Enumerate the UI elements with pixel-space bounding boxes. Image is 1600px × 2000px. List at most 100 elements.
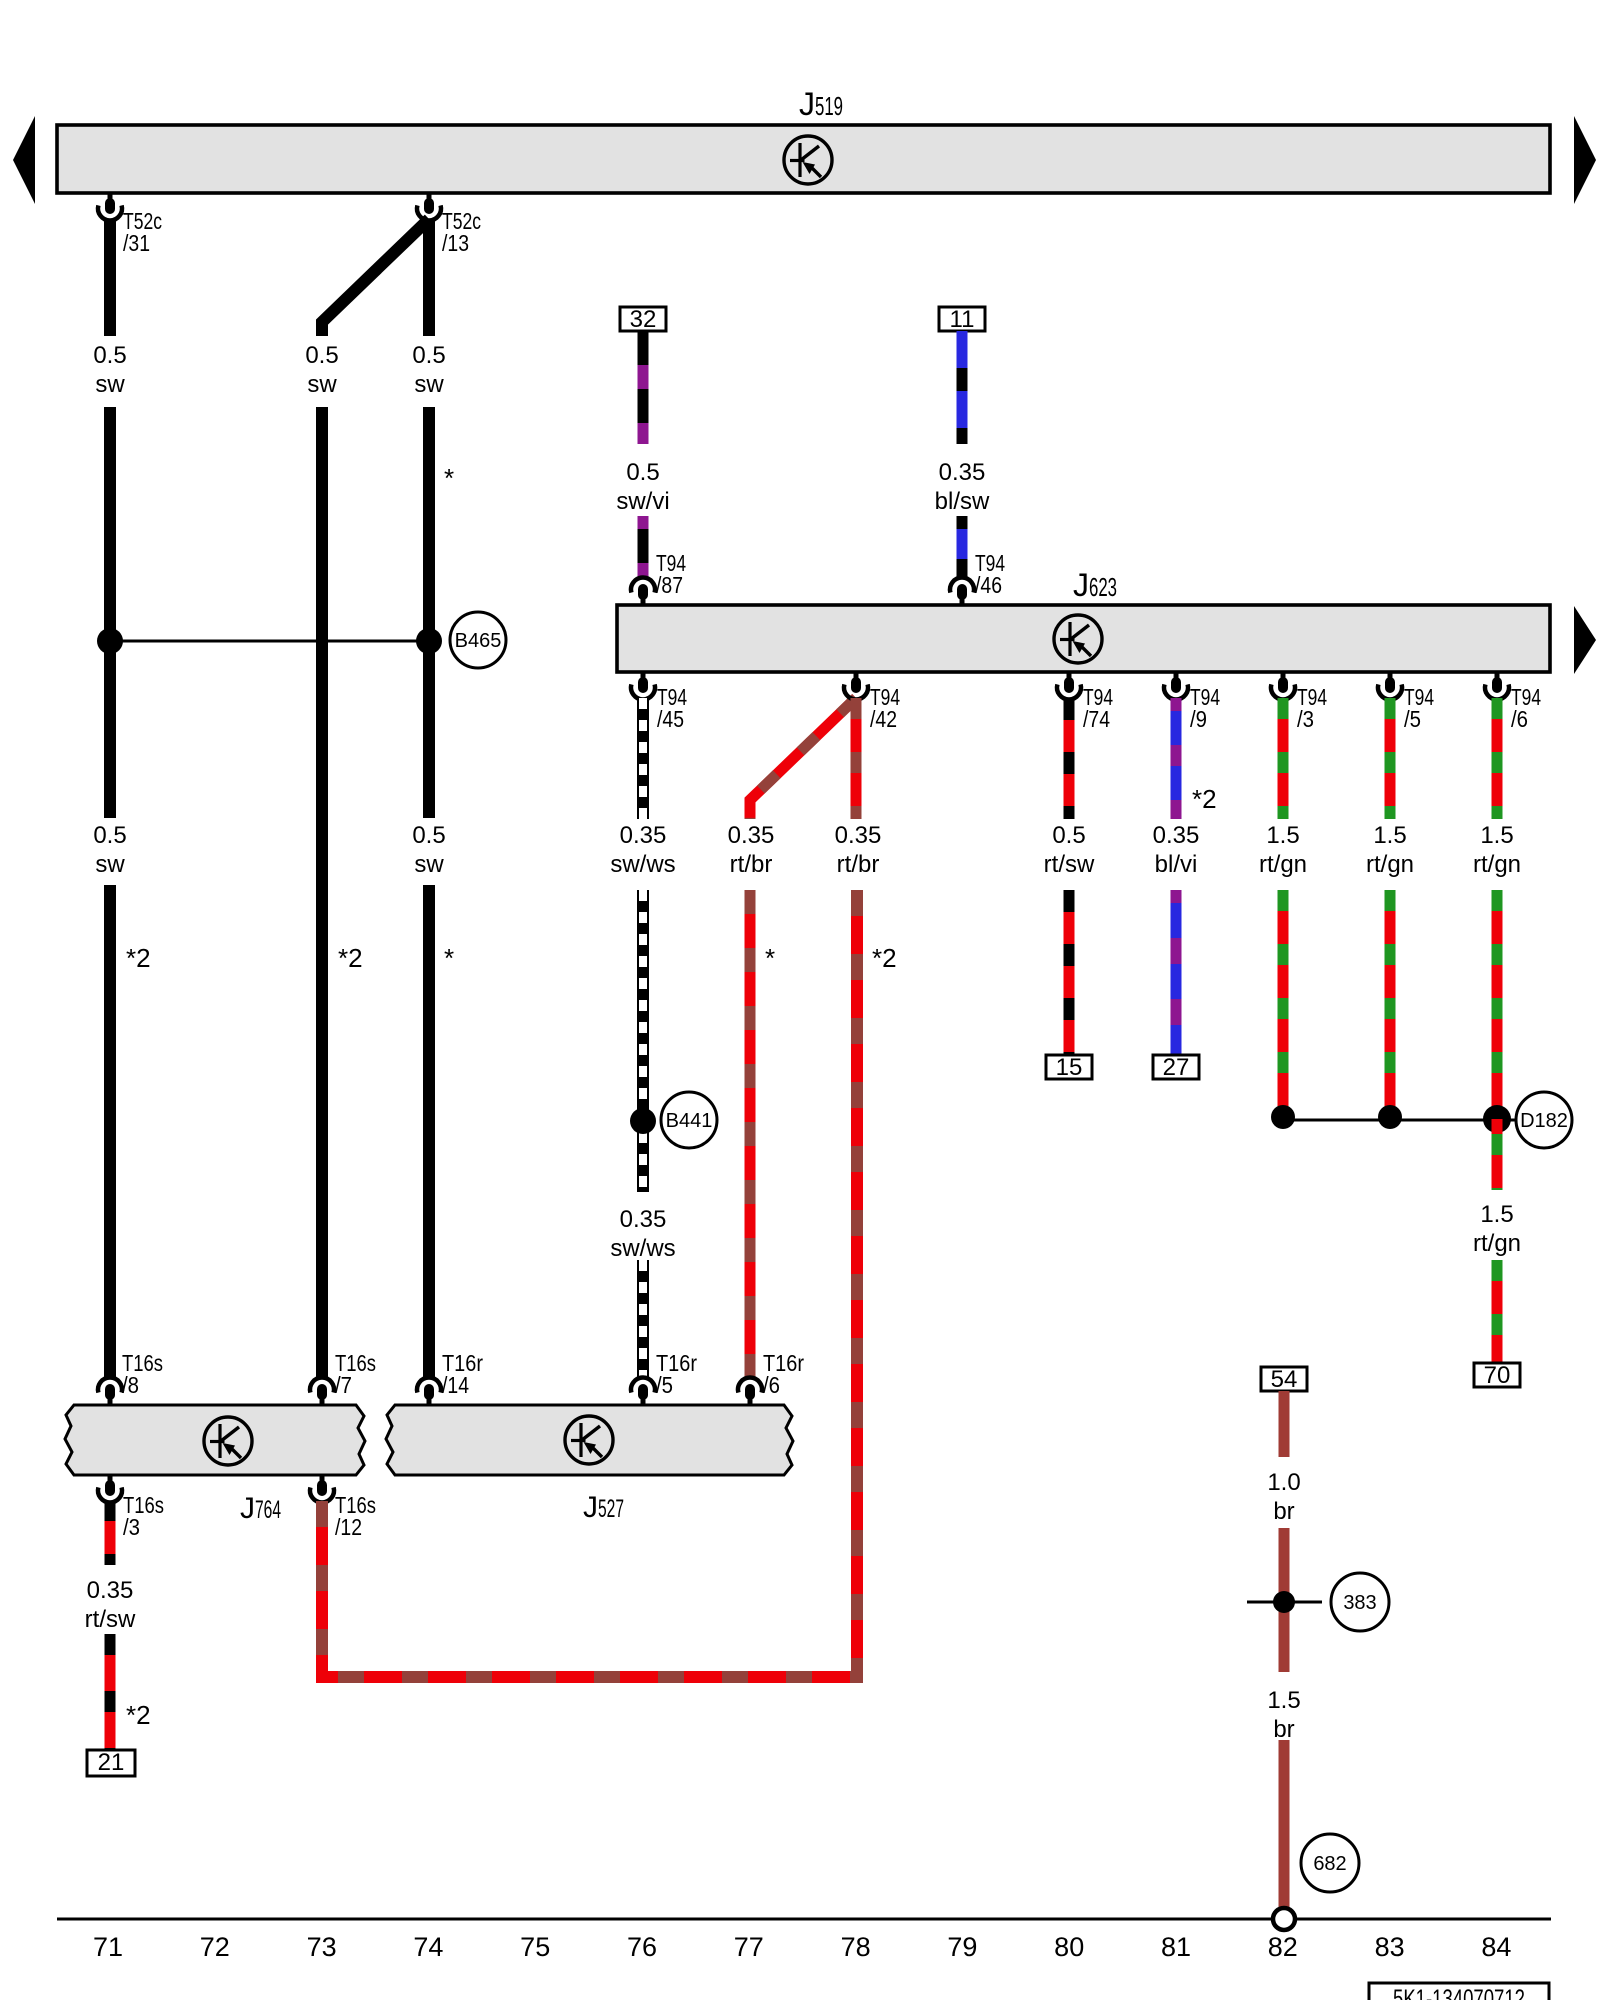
svg-text:54: 54	[1271, 1366, 1298, 1393]
svg-text:/6: /6	[1511, 706, 1528, 732]
svg-text:/7: /7	[335, 1372, 352, 1398]
svg-text:5K1-134070712: 5K1-134070712	[1393, 1985, 1525, 2000]
svg-text:J: J	[1073, 567, 1089, 603]
svg-text:T16s: T16s	[335, 1492, 376, 1518]
svg-text:rt/gn: rt/gn	[1473, 851, 1521, 878]
svg-text:0.35: 0.35	[835, 822, 882, 849]
svg-text:0.5: 0.5	[1052, 822, 1085, 849]
svg-text:0.35: 0.35	[620, 1206, 667, 1233]
svg-text:rt/gn: rt/gn	[1473, 1230, 1521, 1257]
svg-text:623: 623	[1089, 572, 1117, 602]
svg-text:T94: T94	[656, 550, 686, 576]
svg-text:1.5: 1.5	[1267, 1687, 1300, 1714]
svg-text:T94: T94	[1297, 684, 1327, 710]
svg-text:T94: T94	[1190, 684, 1220, 710]
svg-text:*2: *2	[126, 1700, 151, 1730]
svg-text:80: 80	[1054, 1932, 1084, 1962]
svg-text:27: 27	[1163, 1054, 1190, 1081]
svg-text:B465: B465	[455, 630, 502, 652]
svg-text:T94: T94	[870, 684, 900, 710]
svg-text:sw: sw	[414, 371, 444, 398]
svg-text:73: 73	[307, 1932, 337, 1962]
svg-text:1.0: 1.0	[1267, 1469, 1300, 1496]
svg-text:T94: T94	[1511, 684, 1541, 710]
svg-text:32: 32	[630, 306, 657, 333]
svg-text:83: 83	[1375, 1932, 1405, 1962]
svg-text:0.5: 0.5	[93, 342, 126, 369]
svg-text:T94: T94	[1404, 684, 1434, 710]
svg-text:70: 70	[1484, 1362, 1511, 1389]
svg-text:0.5: 0.5	[412, 822, 445, 849]
svg-text:527: 527	[598, 1495, 624, 1523]
svg-text:1.5: 1.5	[1480, 822, 1513, 849]
svg-text:383: 383	[1343, 1592, 1376, 1614]
svg-text:*2: *2	[872, 943, 897, 973]
svg-text:T94: T94	[1083, 684, 1113, 710]
svg-text:B441: B441	[666, 1110, 713, 1132]
svg-text:81: 81	[1161, 1932, 1191, 1962]
svg-text:sw/ws: sw/ws	[610, 851, 675, 878]
svg-text:T16s: T16s	[122, 1350, 163, 1376]
svg-text:/42: /42	[870, 706, 897, 732]
svg-text:T16r: T16r	[442, 1350, 483, 1376]
svg-text:77: 77	[734, 1932, 764, 1962]
svg-text:0.35: 0.35	[939, 459, 986, 486]
svg-text:bl/sw: bl/sw	[935, 488, 990, 515]
svg-text:/9: /9	[1190, 706, 1207, 732]
svg-text:/31: /31	[123, 230, 150, 256]
svg-text:0.5: 0.5	[305, 342, 338, 369]
svg-text:82: 82	[1268, 1932, 1298, 1962]
svg-text:/12: /12	[335, 1514, 362, 1540]
svg-text:84: 84	[1481, 1932, 1511, 1962]
svg-text:76: 76	[627, 1932, 657, 1962]
svg-text:0.35: 0.35	[1153, 822, 1200, 849]
svg-text:/5: /5	[656, 1372, 673, 1398]
svg-text:/3: /3	[1297, 706, 1314, 732]
svg-text:/46: /46	[975, 572, 1002, 598]
svg-text:/14: /14	[442, 1372, 469, 1398]
svg-text:21: 21	[98, 1749, 125, 1776]
svg-text:sw: sw	[414, 851, 444, 878]
svg-text:sw: sw	[307, 371, 337, 398]
svg-text:/3: /3	[123, 1514, 140, 1540]
svg-text:br: br	[1273, 1498, 1294, 1525]
svg-text:bl/vi: bl/vi	[1155, 851, 1198, 878]
svg-text:0.5: 0.5	[626, 459, 659, 486]
svg-text:764: 764	[255, 1496, 281, 1524]
svg-text:T94: T94	[657, 684, 687, 710]
svg-text:rt/gn: rt/gn	[1259, 851, 1307, 878]
svg-text:0.35: 0.35	[620, 822, 667, 849]
svg-text:J: J	[799, 86, 815, 122]
svg-text:sw/ws: sw/ws	[610, 1235, 675, 1262]
svg-text:/5: /5	[1404, 706, 1421, 732]
svg-text:75: 75	[520, 1932, 550, 1962]
svg-text:br: br	[1273, 1716, 1294, 1743]
svg-text:/74: /74	[1083, 706, 1110, 732]
svg-text:sw: sw	[95, 851, 125, 878]
svg-text:*2: *2	[1192, 784, 1217, 814]
svg-text:T16r: T16r	[656, 1350, 697, 1376]
svg-text:72: 72	[200, 1932, 230, 1962]
svg-text:79: 79	[947, 1932, 977, 1962]
svg-text:rt/sw: rt/sw	[85, 1606, 136, 1633]
svg-text:71: 71	[93, 1932, 123, 1962]
svg-text:682: 682	[1313, 1853, 1346, 1875]
svg-text:0.35: 0.35	[87, 1577, 134, 1604]
svg-text:D182: D182	[1520, 1110, 1568, 1132]
svg-text:T16r: T16r	[763, 1350, 804, 1376]
svg-text:rt/sw: rt/sw	[1044, 851, 1095, 878]
svg-text:1.5: 1.5	[1266, 822, 1299, 849]
svg-text:15: 15	[1056, 1054, 1083, 1081]
svg-text:T52c: T52c	[442, 208, 481, 234]
svg-text:0.5: 0.5	[412, 342, 445, 369]
svg-text:*: *	[444, 943, 454, 973]
svg-text:0.35: 0.35	[728, 822, 775, 849]
svg-text:1.5: 1.5	[1480, 1201, 1513, 1228]
svg-text:/45: /45	[657, 706, 684, 732]
svg-text:/87: /87	[656, 572, 683, 598]
svg-text:74: 74	[413, 1932, 443, 1962]
svg-text:sw/vi: sw/vi	[616, 488, 669, 515]
svg-text:/13: /13	[442, 230, 469, 256]
svg-text:78: 78	[841, 1932, 871, 1962]
svg-text:J: J	[583, 1491, 598, 1524]
